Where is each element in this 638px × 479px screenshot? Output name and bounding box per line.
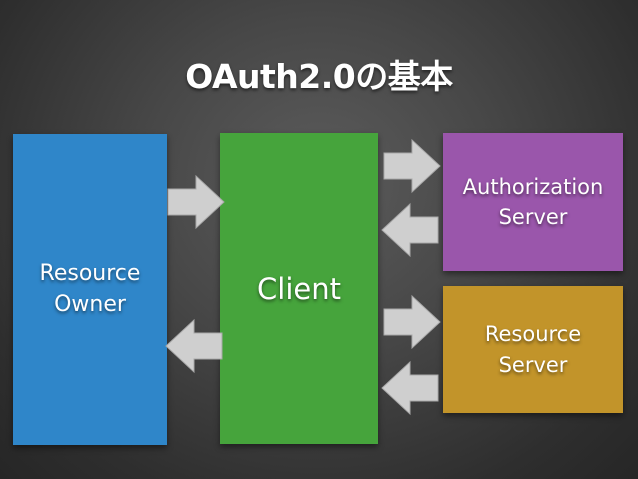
client-label: Client [257,271,341,306]
authorization-server-box: Authorization Server [443,133,623,271]
arrow-left-client-to-owner-icon [165,318,223,374]
arrow-left-resource-to-client-icon [381,360,439,416]
resource-server-box: Resource Server [443,286,623,413]
client-box: Client [220,133,378,444]
arrow-right-client-to-auth-icon [383,138,441,194]
slide-title: OAuth2.0の基本 [185,57,453,96]
resource-server-label: Resource Server [484,322,582,377]
resource-owner-label: Resource Owner [39,260,141,317]
arrow-left-auth-to-client-icon [381,202,439,258]
arrow-right-client-to-resource-icon [383,294,441,350]
resource-owner-box: Resource Owner [13,134,167,445]
arrow-right-owner-to-client-icon [167,174,225,230]
authorization-server-label: Authorization Server [462,174,604,229]
